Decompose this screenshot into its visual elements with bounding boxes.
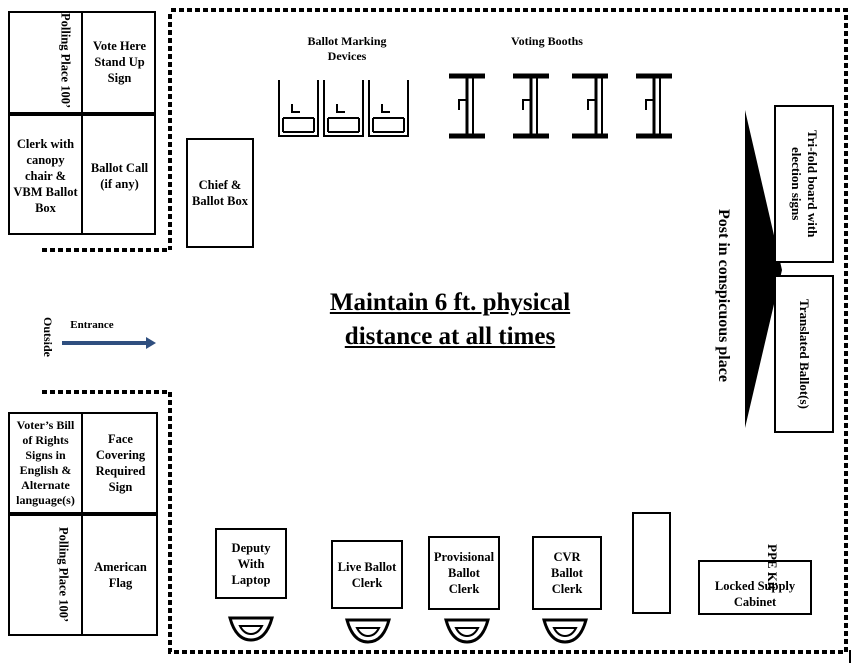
entrance-arrow-icon [62, 337, 156, 349]
locked-supply-cabinet-label: Locked Supply Cabinet [714, 579, 796, 609]
ppe-kit-label: PPE Kit [765, 544, 780, 590]
face-covering-sign: Face Covering Required Sign [95, 432, 146, 494]
chairs-icons [228, 616, 588, 644]
ballot-call-station: Ballot Call (if any) [90, 160, 149, 191]
blank-table [632, 512, 671, 614]
outside-bottom-group [8, 412, 158, 636]
clerk-canopy-station: Clerk with canopy chair & VBM Ballot Box [13, 136, 78, 215]
translated-ballots-label: Translated Ballot(s) [797, 299, 812, 409]
voters-bill-of-rights-sign: Voter’s Bill of Rights Signs in English … [16, 418, 75, 507]
outside-bottom-divider-v [81, 412, 83, 636]
bmd-header: Ballot Marking Devices [307, 34, 387, 63]
provisional-ballot-clerk-table: Provisional Ballot Clerk [428, 536, 500, 610]
voting-booths-header: Voting Booths [511, 34, 583, 48]
distance-title: Maintain 6 ft. physical distance at all … [292, 286, 608, 354]
voting-booths-icons [449, 73, 672, 139]
cvr-ballot-clerk-table: CVR Ballot Clerk [532, 536, 602, 610]
translated-ballots [774, 275, 834, 433]
outside-label: Outside [41, 316, 55, 357]
tri-fold-board [774, 105, 834, 263]
tri-fold-board-label: Tri-fold board with election signs [789, 130, 820, 238]
live-ballot-clerk-table: Live Ballot Clerk [331, 540, 403, 609]
outside-top-divider-v [81, 11, 83, 235]
post-sign-triangle [745, 110, 782, 428]
polling-place-bottom-label: Polling Place 100’ [56, 527, 71, 623]
outside-bottom-divider-h [8, 512, 158, 516]
deputy-laptop-table: Deputy With Laptop [215, 528, 287, 599]
vote-here-sign: Vote Here Stand Up Sign [92, 39, 147, 85]
american-flag: American Flag [94, 560, 147, 590]
entrance-label: Entrance [70, 319, 114, 331]
post-conspicuous-label: Post in conspicuous place [715, 208, 732, 382]
polling-place-top-label: Polling Place 100’ [58, 13, 73, 109]
outside-top-divider-h [8, 112, 156, 116]
locked-supply-cabinet [698, 560, 812, 615]
ballot-marking-devices-icons [278, 80, 409, 137]
distance-title-line1: Maintain 6 ft. physical [329, 289, 571, 316]
distance-title-line2: distance at all times [344, 323, 556, 350]
chief-ballot-box: Chief & Ballot Box [186, 138, 254, 248]
